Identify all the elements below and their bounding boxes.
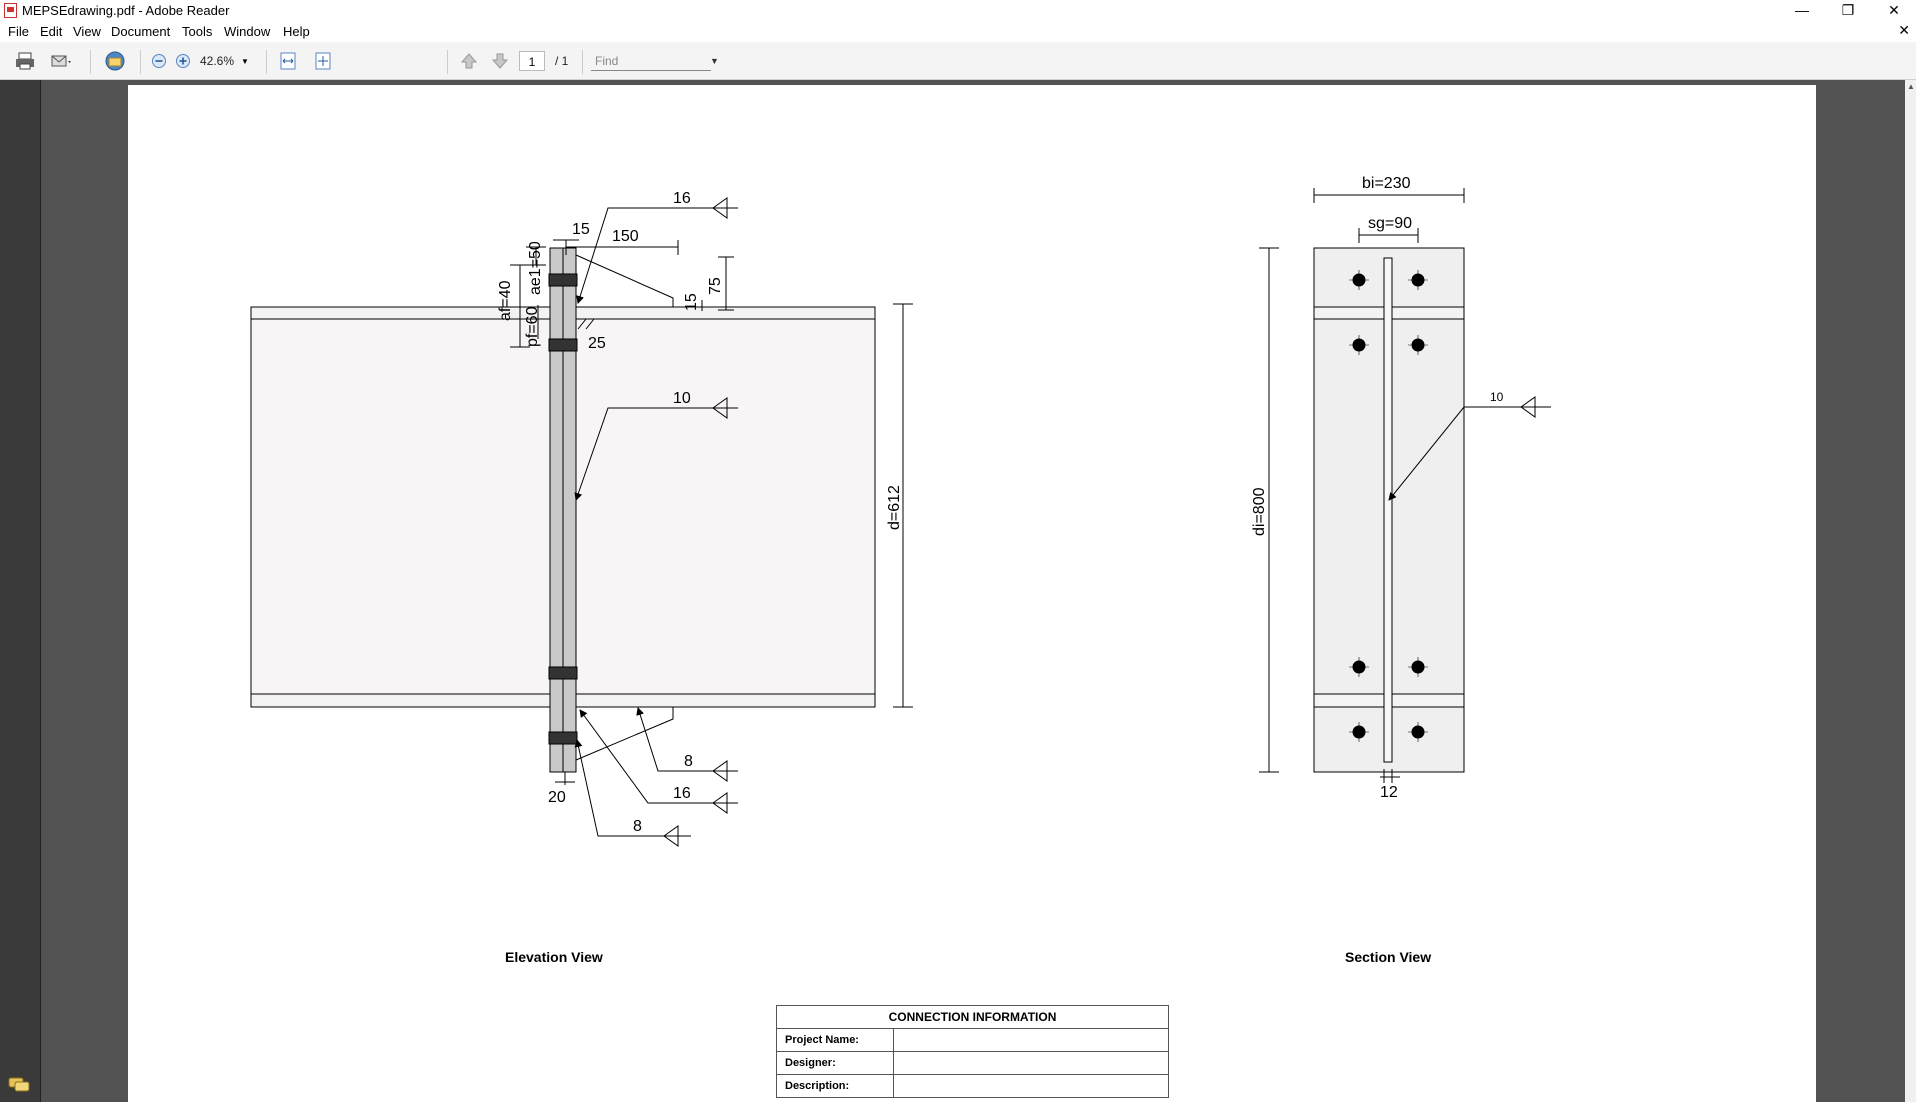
vertical-scrollbar[interactable]: ▲ [1905, 80, 1916, 1102]
title-bar: MEPSEdrawing.pdf - Adobe Reader — ❐ ✕ [0, 0, 1916, 22]
dim-label: 25 [588, 335, 606, 352]
bolt [548, 666, 578, 680]
fit-page-icon[interactable] [312, 50, 334, 72]
window-title: MEPSEdrawing.pdf - Adobe Reader [22, 3, 230, 18]
description-value [893, 1074, 1169, 1098]
dim-label: ae1=50 [527, 241, 544, 295]
page-down-icon[interactable] [489, 50, 511, 72]
zoom-out-icon[interactable] [148, 50, 170, 72]
dim-label: 20 [548, 789, 566, 806]
menu-tools[interactable]: Tools [182, 24, 213, 39]
scroll-up-icon[interactable]: ▲ [1907, 82, 1915, 91]
find-dropdown-icon[interactable]: ▼ [710, 56, 719, 66]
dim-label: 75 [707, 277, 724, 295]
weld-label: 16 [673, 785, 691, 802]
menu-file[interactable]: File [8, 24, 29, 39]
dim-label: 150 [612, 228, 639, 245]
toolbar-separator [266, 50, 267, 74]
elevation-labels: 16 15 150 ae1=50 af=40 pf=60 15 75 25 10… [497, 190, 903, 835]
comments-icon[interactable] [8, 1076, 32, 1099]
menu-help[interactable]: Help [283, 24, 310, 39]
zoom-dropdown-icon[interactable]: ▼ [241, 56, 249, 66]
printer-icon[interactable] [14, 50, 36, 72]
project-name-label: Project Name: [776, 1028, 894, 1052]
weld-label: 8 [633, 818, 642, 835]
dim-label: 15 [683, 293, 700, 311]
bolt [548, 338, 578, 352]
dim-label: af=40 [497, 280, 514, 321]
bottom-stiffener [575, 707, 674, 761]
designer-value [893, 1051, 1169, 1075]
dim-label: bi=230 [1362, 175, 1411, 192]
section-labels: bi=230 sg=90 di=800 10 12 [1251, 175, 1504, 801]
minimize-button[interactable]: — [1795, 2, 1809, 18]
dim-label: pf=60 [524, 306, 541, 347]
elevation-caption: Elevation View [505, 949, 603, 965]
toolbar: 42.6% ▼ 1 / 1 Find ▼ [0, 42, 1916, 80]
email-icon[interactable] [50, 50, 72, 72]
section-view [1259, 188, 1551, 783]
collaborate-icon[interactable] [103, 50, 131, 72]
bolt [548, 731, 578, 745]
drawing-canvas: 16 15 150 ae1=50 af=40 pf=60 15 75 25 10… [250, 175, 1551, 847]
weld-label: 10 [1490, 390, 1504, 404]
menu-edit[interactable]: Edit [40, 24, 63, 39]
menu-window[interactable]: Window [224, 24, 271, 39]
navigation-pane [0, 80, 41, 1102]
weld-label: 10 [673, 390, 691, 407]
toolbar-separator [582, 50, 583, 74]
close-button[interactable]: ✕ [1888, 2, 1900, 18]
zoom-in-icon[interactable] [172, 50, 194, 72]
table-row: Description: [776, 1074, 1169, 1098]
elevation-view [250, 197, 913, 847]
toolbar-separator [140, 50, 141, 74]
designer-label: Designer: [776, 1051, 894, 1075]
fit-width-icon[interactable] [277, 50, 299, 72]
table-row: Designer: [776, 1051, 1169, 1075]
find-input[interactable]: Find [591, 51, 711, 71]
dim-label: 12 [1380, 784, 1398, 801]
top-stiffener [575, 254, 674, 307]
toolbar-separator [447, 50, 448, 74]
project-name-value [893, 1028, 1169, 1052]
menu-bar: File Edit View Document Tools Window Hel… [0, 22, 1916, 42]
dim-label: di=800 [1251, 487, 1268, 536]
section-caption: Section View [1345, 949, 1432, 965]
table-header: CONNECTION INFORMATION [776, 1005, 1169, 1029]
restore-button[interactable]: ❐ [1841, 2, 1855, 18]
page-total: / 1 [555, 54, 569, 68]
weld-label: 16 [673, 190, 691, 207]
menu-view[interactable]: View [73, 24, 101, 39]
connection-info-table: CONNECTION INFORMATION Project Name: Des… [776, 1005, 1169, 1098]
description-label: Description: [776, 1074, 894, 1098]
dim-label: 15 [572, 221, 590, 238]
dim-label: sg=90 [1368, 215, 1412, 232]
table-row: Project Name: [776, 1028, 1169, 1052]
page-number-input[interactable]: 1 [519, 51, 545, 71]
menu-document[interactable]: Document [111, 24, 171, 39]
weld-label: 8 [684, 753, 693, 770]
toolbar-separator [90, 50, 91, 74]
pdf-page: 16 15 150 ae1=50 af=40 pf=60 15 75 25 10… [128, 85, 1816, 1102]
zoom-level[interactable]: 42.6% [200, 54, 235, 68]
page-up-icon[interactable] [458, 50, 480, 72]
beam-web-section [1383, 257, 1393, 763]
bolt [548, 273, 578, 287]
document-close-icon[interactable]: ✕ [1898, 22, 1910, 38]
pdf-app-icon [4, 3, 17, 18]
dim-label: d=612 [886, 485, 903, 530]
